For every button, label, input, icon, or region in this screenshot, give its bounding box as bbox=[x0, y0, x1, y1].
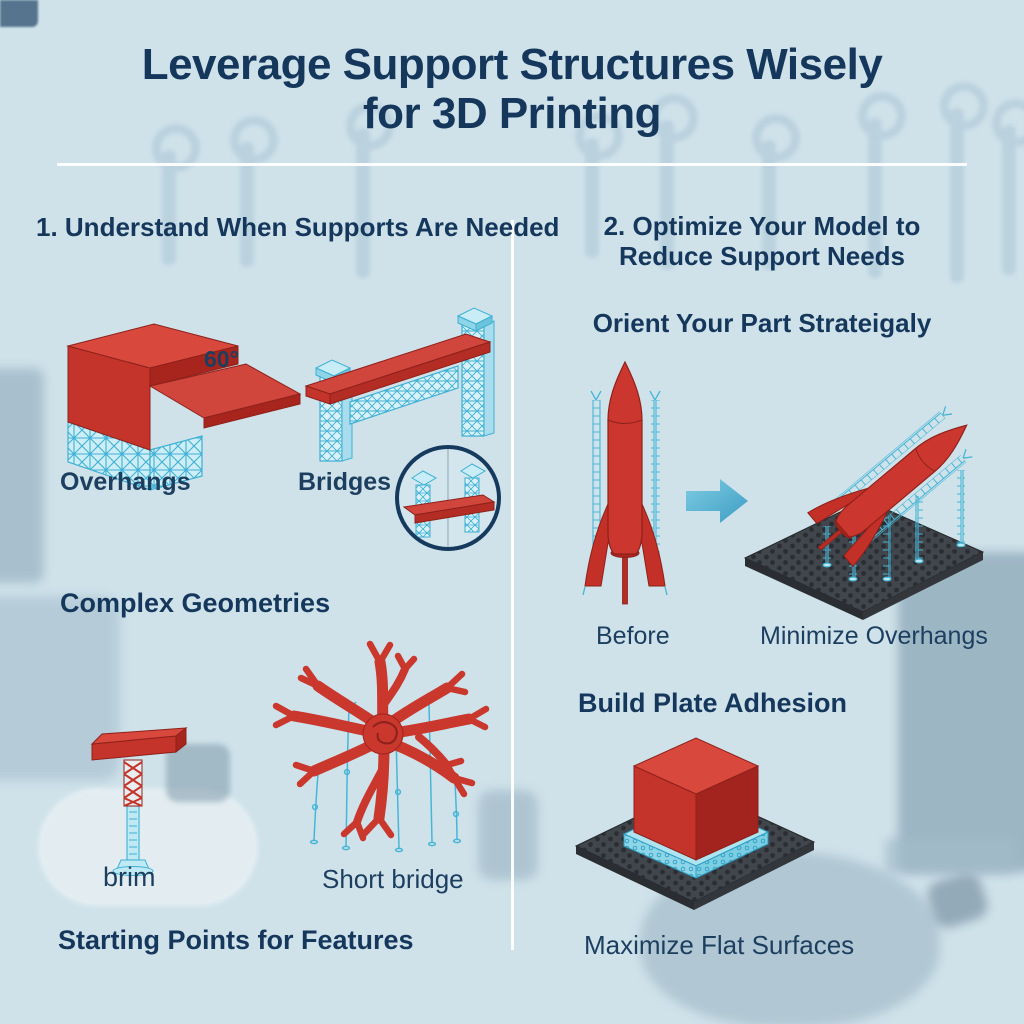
bg-tool-silhouette bbox=[858, 92, 906, 278]
column-divider bbox=[511, 220, 514, 950]
cube-adhesion-illustration bbox=[574, 737, 816, 910]
bg-corner-chip bbox=[0, 0, 38, 27]
bg-tool-silhouette bbox=[752, 114, 800, 270]
maximize-flat-surfaces-label: Maximize Flat Surfaces bbox=[584, 930, 855, 960]
brim-label: brim bbox=[103, 862, 156, 892]
page-title: Leverage Support Structures Wisely for 3… bbox=[0, 40, 1024, 139]
bg-object-silhouette bbox=[478, 790, 538, 880]
bg-tool-silhouette bbox=[940, 82, 988, 283]
rocket-before-illustration bbox=[582, 360, 668, 605]
overhangs-label: Overhangs bbox=[60, 468, 191, 496]
bg-object-silhouette bbox=[885, 838, 1015, 874]
bg-tool-silhouette bbox=[575, 112, 623, 258]
overhang-illustration bbox=[66, 323, 302, 491]
orient-part-header: Orient Your Part Strateigaly bbox=[592, 308, 932, 338]
build-plate-adhesion-header: Build Plate Adhesion bbox=[578, 688, 848, 718]
bg-tool-silhouette bbox=[650, 94, 698, 270]
short-bridge-label: Short bridge bbox=[322, 864, 464, 894]
minimize-overhangs-label: Minimize Overhangs bbox=[760, 622, 988, 650]
bg-printer-silhouette bbox=[0, 368, 44, 583]
bridge-illustration bbox=[304, 307, 495, 462]
bridges-label: Bridges bbox=[298, 468, 392, 496]
bg-soap-silhouette bbox=[38, 788, 258, 906]
page-title-line2: for 3D Printing bbox=[362, 89, 662, 139]
overhang-angle-label: 60° bbox=[204, 346, 239, 372]
section1-header: 1. Understand When Supports Are Needed bbox=[36, 212, 560, 242]
section2-header-line1: 2. Optimize Your Model to bbox=[603, 211, 921, 241]
rocket-oriented-illustration bbox=[743, 406, 985, 620]
section2-header: 2. Optimize Your Model to Reduce Support… bbox=[527, 211, 997, 272]
bg-tool-silhouette bbox=[152, 124, 200, 265]
section2-header-line2: Reduce Support Needs bbox=[618, 240, 906, 271]
page-title-line1: Leverage Support Structures Wisely bbox=[141, 40, 883, 89]
bg-tool-silhouette bbox=[230, 116, 278, 267]
bg-object-silhouette bbox=[166, 744, 230, 802]
complex-geometries-header: Complex Geometries bbox=[60, 588, 331, 618]
neuron-illustration bbox=[272, 640, 490, 853]
bg-tool-silhouette bbox=[346, 102, 394, 278]
before-label: Before bbox=[596, 622, 670, 650]
bridge-inset-magnifier bbox=[395, 445, 501, 551]
title-divider bbox=[57, 163, 967, 166]
bg-tool-silhouette bbox=[992, 99, 1024, 275]
transform-arrow-icon bbox=[686, 479, 748, 523]
bridge-inset-art bbox=[402, 449, 496, 547]
brim-illustration bbox=[90, 726, 188, 876]
starting-points-header: Starting Points for Features bbox=[58, 925, 414, 955]
bg-machine-silhouette bbox=[898, 552, 1024, 872]
